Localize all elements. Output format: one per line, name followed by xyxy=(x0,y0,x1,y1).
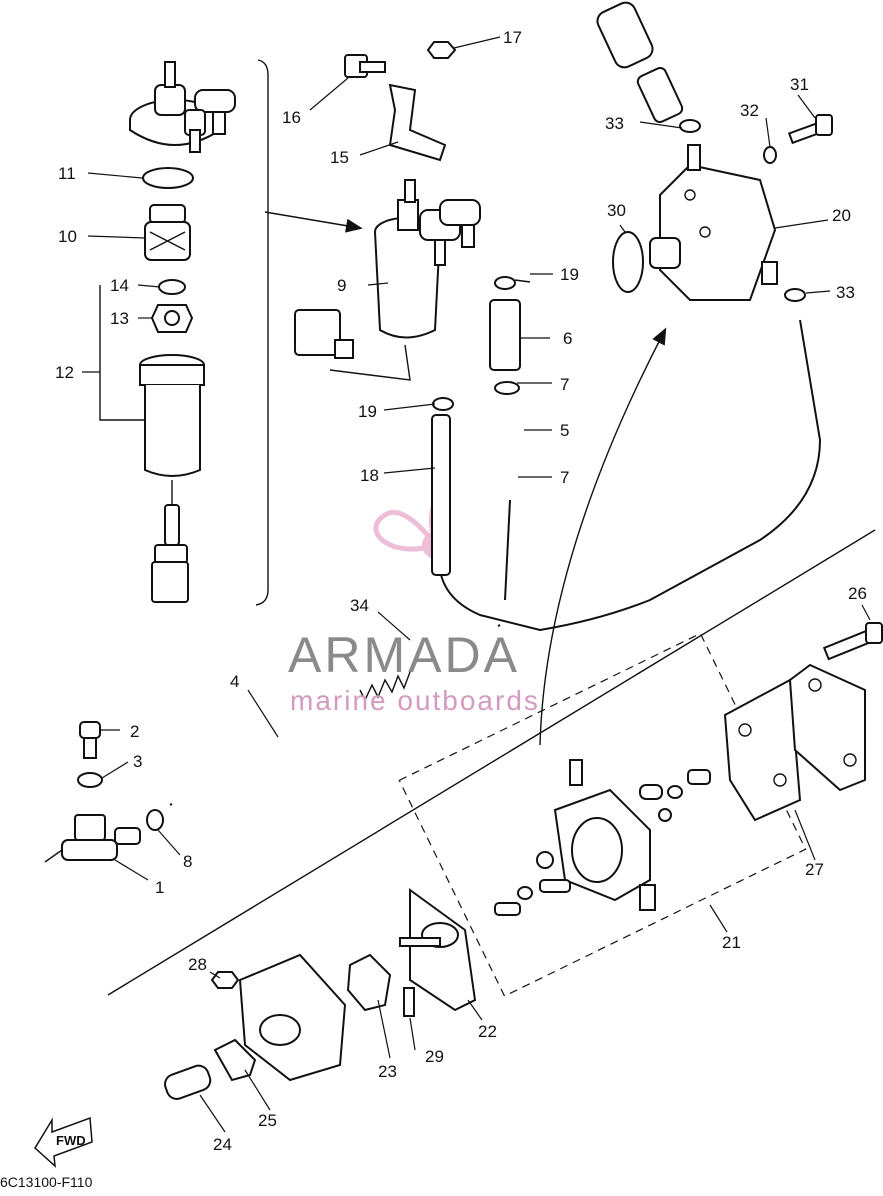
assembly-arrow xyxy=(264,211,363,233)
callout-34: 34 xyxy=(350,596,369,615)
callout-5: 5 xyxy=(560,421,569,440)
valve-1 xyxy=(44,814,141,863)
callout-6: 6 xyxy=(563,329,572,348)
fuel-filter-assembly xyxy=(129,61,236,153)
callout-14: 14 xyxy=(110,276,129,295)
leader-lines xyxy=(82,36,871,1133)
filter-cup xyxy=(139,354,205,603)
bolt-2 xyxy=(79,721,101,759)
nut-28 xyxy=(210,971,240,989)
corrugated-hose xyxy=(504,499,511,601)
valve-parts xyxy=(494,769,711,916)
hose-6 xyxy=(489,299,521,371)
callout-4: 4 xyxy=(230,672,239,691)
callout-9: 9 xyxy=(337,276,346,295)
callout-12: 12 xyxy=(55,363,74,382)
filter-nut xyxy=(150,304,194,333)
fwd-label: FWD xyxy=(56,1133,86,1148)
fwd-direction-icon: FWD xyxy=(34,1116,93,1168)
callout-33a: 33 xyxy=(605,114,624,133)
diaphragm-22 xyxy=(399,888,477,1012)
callout-30: 30 xyxy=(607,201,626,220)
clip-33b xyxy=(784,288,806,302)
callout-1: 1 xyxy=(155,878,164,897)
pin-29 xyxy=(403,987,415,1017)
snap-ring xyxy=(158,279,186,295)
divider-line xyxy=(107,529,876,996)
callout-7b: 7 xyxy=(560,468,569,487)
callout-11: 11 xyxy=(58,164,76,183)
bolt-26 xyxy=(822,622,883,661)
callout-25: 25 xyxy=(258,1111,277,1130)
clamp-7a xyxy=(494,381,520,395)
callout-23: 23 xyxy=(378,1062,397,1081)
callout-19b: 19 xyxy=(358,402,377,421)
clip-19b xyxy=(432,397,454,411)
clip-33 xyxy=(679,119,701,133)
pump-body-21 xyxy=(553,759,656,911)
fuel-filter-9 xyxy=(294,179,481,381)
washer-3 xyxy=(77,772,103,788)
spring-34 xyxy=(359,671,411,702)
filter-element xyxy=(144,204,191,261)
fuel-pump-20 xyxy=(649,144,778,301)
callout-15: 15 xyxy=(330,148,349,167)
callout-26: 26 xyxy=(848,584,867,603)
hose-4-inner xyxy=(169,621,501,809)
assembly-bracket xyxy=(255,59,269,606)
callout-3: 3 xyxy=(133,752,142,771)
group-bracket-12 xyxy=(99,285,145,421)
callout-33b: 33 xyxy=(836,283,855,302)
callout-28: 28 xyxy=(188,955,207,974)
callout-19a: 19 xyxy=(560,265,579,284)
spring-23 xyxy=(346,953,392,1012)
watermark-tagline: marine outboards xyxy=(290,685,540,716)
callout-24: 24 xyxy=(213,1135,232,1154)
pump-arrow xyxy=(539,327,667,746)
callout-8: 8 xyxy=(183,852,192,871)
bolt-16 xyxy=(344,54,386,78)
callout-32: 32 xyxy=(740,101,759,120)
callout-17: 17 xyxy=(503,28,522,47)
callout-21: 21 xyxy=(722,933,741,952)
part-code: 6C13100-F110 xyxy=(0,1174,93,1190)
bracket-15 xyxy=(388,83,447,162)
callout-27: 27 xyxy=(805,860,824,879)
clip-8 xyxy=(146,809,164,831)
o-ring xyxy=(142,167,194,189)
callout-13: 13 xyxy=(110,309,129,328)
nut-17 xyxy=(426,41,457,59)
washer-32 xyxy=(763,146,777,164)
callout-31: 31 xyxy=(790,75,809,94)
clip-19a xyxy=(494,276,531,290)
fuel-hose-main xyxy=(439,319,822,632)
bolt-31 xyxy=(787,114,833,145)
callout-2: 2 xyxy=(130,722,139,741)
plunger-24 xyxy=(164,1064,212,1100)
watermark-brand: ARMADA xyxy=(288,627,520,683)
hose-18 xyxy=(431,414,451,576)
callout-29: 29 xyxy=(425,1047,444,1066)
pump-cover xyxy=(238,953,347,1082)
gasket-27 xyxy=(723,678,802,822)
callout-10: 10 xyxy=(58,227,77,246)
callout-7a: 7 xyxy=(560,375,569,394)
callout-18: 18 xyxy=(360,466,379,485)
primer-bulb-top xyxy=(596,1,684,124)
callout-16: 16 xyxy=(282,108,301,127)
o-ring-30 xyxy=(612,231,644,293)
callout-labels: 1 2 3 4 5 6 7 7 8 9 10 11 12 13 14 15 16… xyxy=(55,28,867,1154)
cover-plate xyxy=(788,663,866,792)
callout-22: 22 xyxy=(478,1022,497,1041)
callout-20: 20 xyxy=(832,206,851,225)
